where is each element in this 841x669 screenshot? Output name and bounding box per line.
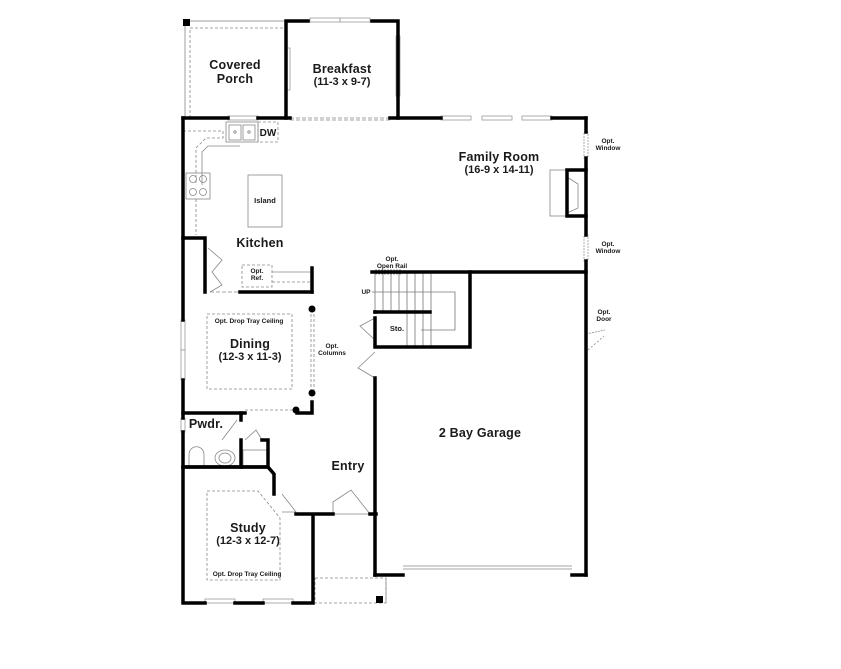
note-text: Window — [595, 145, 621, 153]
opt-door-note: Opt. Door — [596, 309, 611, 324]
room-dimensions: (16-9 x 14-11) — [464, 164, 534, 177]
island-label: Island — [254, 196, 276, 205]
garage-label: 2 Bay Garage — [438, 426, 522, 440]
room-dimensions: (12-3 x 12-7) — [216, 535, 280, 548]
opt-window-note-2: Opt. Window — [596, 241, 621, 256]
storage-label: Sto. — [389, 324, 405, 333]
note-text: Opt. — [601, 241, 615, 248]
powder-room-label: Pwdr. — [188, 417, 224, 431]
room-name: Porch — [216, 72, 254, 87]
study-tray-note: Opt. Drop Tray Ceiling — [212, 571, 282, 578]
room-dimensions: (11-3 x 9-7) — [313, 76, 371, 89]
note-text: Window — [595, 248, 621, 256]
stairs-up-label: UP — [361, 289, 371, 296]
breakfast-label: Breakfast (11-3 x 9-7) — [313, 62, 372, 89]
entry-label: Entry — [331, 459, 365, 473]
note-text: Columns — [318, 350, 346, 358]
opt-open-rail-note: Opt. Open Rail — [377, 256, 407, 271]
dishwasher-label: DW — [259, 128, 277, 139]
kitchen-label: Kitchen — [236, 236, 284, 250]
room-name: Family Room — [458, 150, 540, 164]
opt-ref-label: Opt. Ref. — [251, 268, 264, 283]
note-text: Opt. — [325, 343, 339, 350]
family-room-label: Family Room (16-9 x 14-11) — [459, 150, 540, 177]
room-name: Covered — [209, 58, 261, 72]
note-text: Ref. — [250, 275, 264, 283]
covered-porch-label: Covered Porch — [209, 58, 260, 87]
room-name: Dining — [229, 337, 271, 351]
room-dimensions: (12-3 x 11-3) — [218, 351, 282, 364]
note-text: Opt. — [601, 138, 615, 145]
note-text: Open Rail — [376, 263, 408, 271]
room-name: Breakfast — [312, 62, 372, 76]
porch-dashed — [189, 27, 284, 118]
opt-window-note-1: Opt. Window — [596, 138, 621, 153]
room-name: Study — [230, 521, 266, 535]
opt-columns-note: Opt. Columns — [318, 343, 346, 358]
study-label: Study (12-3 x 12-7) — [216, 521, 280, 548]
note-text: Opt. — [597, 309, 611, 316]
dining-tray-note: Opt. Drop Tray Ceiling — [214, 318, 284, 325]
dining-label: Dining (12-3 x 11-3) — [219, 337, 282, 364]
note-text: Opt. — [250, 268, 264, 275]
note-text: Opt. — [385, 256, 399, 263]
note-text: Door — [596, 316, 612, 324]
